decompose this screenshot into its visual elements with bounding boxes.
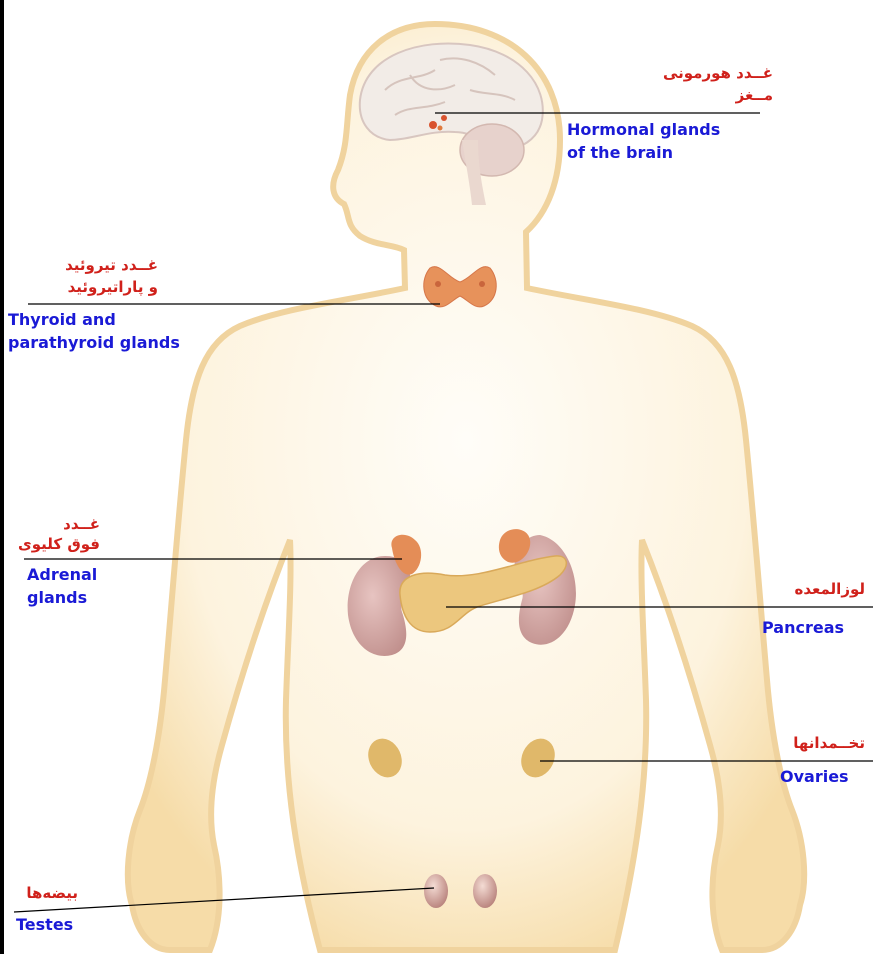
thyroid-label-fa-line2: و پاراتیروئید (20, 278, 158, 297)
ovaries-label-en: Ovaries (780, 765, 849, 788)
adrenal-label-en-line1: Adrenal (27, 563, 97, 586)
brain-label-en-line1: Hormonal glands (567, 118, 720, 141)
testes-label-fa: بیضه‌ها (10, 884, 78, 903)
thyroid-label-en-line1: Thyroid and (8, 308, 116, 331)
adrenal-label-fa-line1: غــدد (20, 515, 100, 534)
testes-label-en: Testes (16, 913, 73, 936)
ovaries-label-fa: تخــمدانها (793, 734, 865, 753)
adrenal-label-en-line2: glands (27, 586, 87, 609)
brain-label-en-line2: of the brain (567, 141, 673, 164)
thyroid-label-en-line2: parathyroid glands (8, 331, 180, 354)
pancreas-label-fa: لوزالمعده (795, 580, 866, 599)
brain-label-fa-line1: غــدد هورمونی (663, 64, 773, 83)
adrenal-label-fa-line2: فوق کلیوی (20, 535, 100, 554)
brain-label-fa-line2: مــغز (736, 86, 773, 105)
thyroid-label-fa-line1: غــدد تیروئید (20, 256, 158, 275)
pancreas-label-en: Pancreas (762, 616, 844, 639)
